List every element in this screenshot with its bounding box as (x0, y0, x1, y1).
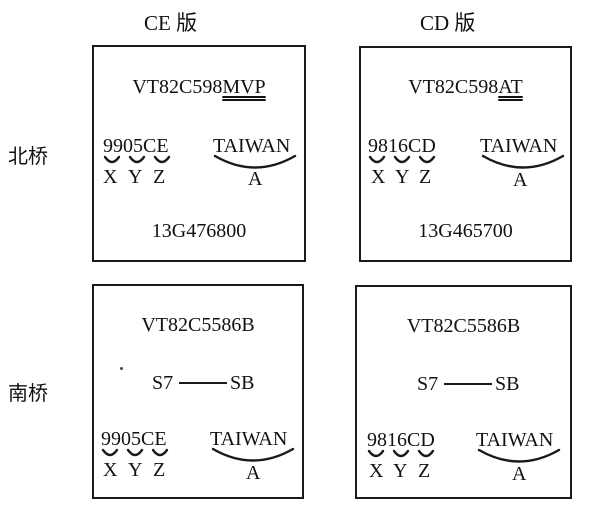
label-z: Z (419, 166, 432, 188)
row-label-southbridge: 南桥 (8, 381, 48, 405)
chip-model: VT82C5586B (406, 315, 521, 337)
label-z: Z (153, 459, 166, 481)
label-sb: SB (230, 372, 255, 394)
column-header-cd: CD 版 (420, 11, 476, 35)
scan-speck (120, 367, 123, 370)
label-a: A (512, 463, 527, 485)
country-text: TAIWAN (476, 429, 554, 451)
country-text: TAIWAN (480, 135, 558, 157)
chip-northbridge-ce: VT82C598MVP 9905CE TAIWAN X Y Z A 13G476… (92, 45, 306, 262)
chip-model: VT82C598AT (361, 77, 570, 97)
lot-number: 13G476800 (151, 220, 247, 242)
label-sb: SB (495, 373, 520, 395)
label-a: A (513, 169, 528, 191)
s7-sb-connector (444, 383, 492, 385)
chip-model: VT82C5586B (141, 314, 255, 336)
date-code: 9816CD (367, 429, 435, 451)
label-y: Y (393, 460, 408, 482)
lot-number: 13G465700 (418, 220, 513, 242)
label-x: X (369, 460, 384, 482)
country-bracket (481, 154, 565, 169)
label-y: Y (128, 166, 143, 188)
label-y: Y (395, 166, 410, 188)
s7-sb-connector (179, 382, 227, 384)
country-bracket (477, 448, 561, 463)
chip-southbridge-cd: VT82C5586B S7 SB 9816CD TAIWAN X Y Z A (355, 285, 572, 499)
country-text: TAIWAN (213, 135, 291, 157)
label-x: X (371, 166, 386, 188)
label-a: A (246, 462, 261, 484)
date-code: 9905CE (103, 135, 169, 157)
date-code: 9905CE (101, 428, 167, 450)
label-x: X (103, 166, 118, 188)
country-bracket (211, 447, 295, 462)
date-code: 9816CD (368, 135, 436, 157)
chip-model-prefix: VT82C598 (408, 76, 499, 98)
chip-model-prefix: VT82C598 (132, 76, 223, 98)
label-y: Y (128, 459, 143, 481)
row-label-northbridge: 北桥 (8, 144, 48, 168)
country-bracket (213, 154, 297, 169)
label-s7: S7 (417, 373, 439, 395)
chip-model-suffix: MVP (222, 76, 266, 98)
chip-model: VT82C598MVP (94, 77, 304, 97)
chip-southbridge-ce: VT82C5586B S7 SB 9905CE TAIWAN X Y Z A (92, 284, 304, 499)
label-a: A (248, 168, 263, 190)
date-code-brackets (101, 448, 169, 457)
label-x: X (103, 459, 118, 481)
date-code-brackets (367, 449, 435, 458)
label-z: Z (418, 460, 431, 482)
chip-model-suffix: AT (498, 76, 523, 98)
date-code-brackets (368, 155, 436, 164)
country-text: TAIWAN (210, 428, 288, 450)
label-s7: S7 (152, 372, 174, 394)
chip-northbridge-cd: VT82C598AT 9816CD TAIWAN X Y Z A 13G4657… (359, 46, 572, 262)
date-code-brackets (103, 155, 171, 164)
column-header-ce: CE 版 (144, 11, 198, 35)
label-z: Z (153, 166, 166, 188)
